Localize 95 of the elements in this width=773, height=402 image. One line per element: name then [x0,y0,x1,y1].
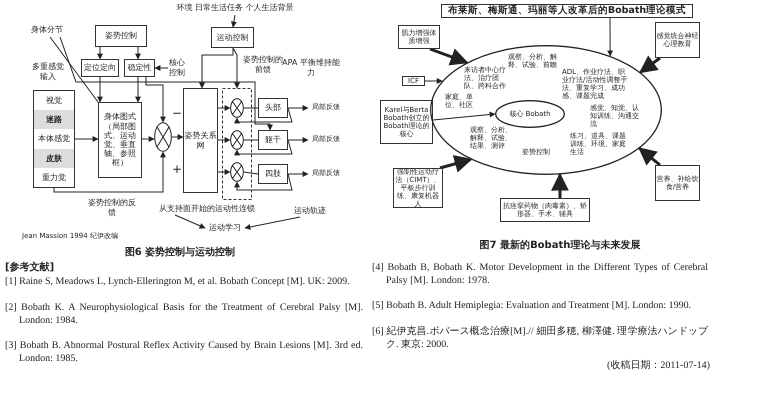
reference-entry: [1] Raine S, Meadows L, Lynch-Ellerington M, et al. Bobath Concept [M]. UK: 2009. [5,276,351,288]
annotation-text: 多重感觉输入 [31,62,65,82]
sense-label: 视觉 [45,95,63,107]
box-text: 头部 [265,103,281,113]
ellipse-shape [495,100,565,128]
arrow [432,112,496,120]
arrow [607,18,614,56]
arrow [232,48,240,89]
block-arrow [429,48,469,66]
figure-caption: 图7 最新的Bobath理论与未来发展 [478,240,642,252]
leader-line [50,36,98,102]
process-box [655,165,700,201]
plus-sign: + [172,162,181,176]
box-text: 躯干 [265,135,281,145]
arrow [234,174,293,190]
text-label: 运动轨迹 [290,206,330,217]
box-text: 运动控制 [216,32,248,42]
text-label: 核心控制 [168,58,186,78]
leader-line [60,36,273,131]
arrow [135,46,141,60]
annotation-text: 姿势控制的前馈 [243,55,283,74]
arrow [218,169,231,175]
arrow [154,65,168,71]
dashed-group-box [222,88,252,200]
box-text: 姿势控制 [105,31,137,41]
received-date-note: (收稿日期：2011-07-14) [606,360,710,372]
comparator-symbol [230,98,244,118]
leader-line [244,216,300,230]
arrow [218,105,231,111]
arrow [54,151,166,192]
process-box [81,59,119,77]
section-heading: [参考文献] [5,262,56,274]
comparator-symbol [154,122,172,152]
arrow [218,137,231,143]
box-text: 身体图式（局部图式、运动觉、垂直轴、参照框） [103,112,137,168]
arrow [234,140,293,156]
reference-entry: [4] Bobath B, Bobath K. Motor Development in the Different Types of Cerebral Palsy [M]. London: 1978. [372,262,708,287]
sense-label: 皮肤 [34,148,74,168]
process-box [655,22,700,58]
figure-caption: 图6 姿势控制与运动控制 [124,247,236,259]
process-box [183,88,218,193]
arrow [424,78,443,84]
arrow [97,46,103,60]
arrow [288,171,309,177]
text-label: 从支持面开始的运动性连锁 [145,204,269,215]
reference-entry: [5] Bobath B. Adult Hemiplegia: Evaluation and Treatment [M]. London: 1990. [372,300,692,312]
annotation-text: APA 平衡维持能力 [282,58,341,78]
process-box [211,27,254,48]
process-box [500,198,590,222]
text-label: 运动学习 [205,223,245,234]
connector-line [244,172,258,174]
reference-entry: [3] Bobath B. Abnormal Postural Reflex Activity Caused by Brain Lesions [M]. 3rd ed. London: 1985. [5,340,363,365]
block-arrow [638,147,661,166]
sense-list-box [33,90,75,188]
block-arrow [638,55,661,74]
box-text: 稳定性 [128,63,152,73]
box-text: 姿势关系网 [184,131,217,150]
leader-line [174,214,206,229]
process-box [402,76,425,86]
box-text: 定位定向 [84,63,116,73]
arrow [172,134,184,140]
comparator-symbol [230,162,244,182]
arrow [199,48,234,89]
annotation-text: 姿势控制的反馈 [88,198,136,218]
process-box [258,98,288,118]
arrow [97,76,103,103]
arrow [142,136,155,142]
sense-label: 迷路 [34,110,74,130]
block-arrow [440,155,473,172]
process-box [98,102,142,178]
arrow [234,108,293,124]
process-box [398,25,440,49]
process-box [258,130,288,150]
process-box [258,164,288,184]
arrow [74,136,99,142]
text-label: 环境 日常生活任务 个人生活背景 [168,3,302,15]
reference-entry: [6] 紀伊克昌.ボバース概念治療[M].// 細田多穂, 柳澤健. 理学療法ハンドッブク. 東京: 2000. [372,326,708,351]
reference-entry: [2] Bobath K. A Neurophysiological Basis for the Treatment of Cerebral Palsy [M]. London: 1984. [5,302,363,327]
arrow [288,137,309,143]
text-label: 身体分节 [26,25,68,37]
process-box [95,25,147,47]
arrow [230,14,237,28]
process-box [380,100,433,144]
box-text: 布莱斯、梅斯通、玛丽等人改革后的Bobath理论模式 [448,6,686,16]
arrow [288,105,309,111]
process-box [124,59,155,77]
title-box [441,4,693,18]
arrow [146,76,166,123]
box-text: 四肢 [265,169,281,179]
comparator-symbol [230,130,244,150]
arrow [135,76,141,103]
sense-label: 重力觉 [41,172,67,184]
block-arrow [550,172,569,198]
minus-sign: − [172,106,181,120]
sense-label: 本体感觉 [37,133,71,146]
